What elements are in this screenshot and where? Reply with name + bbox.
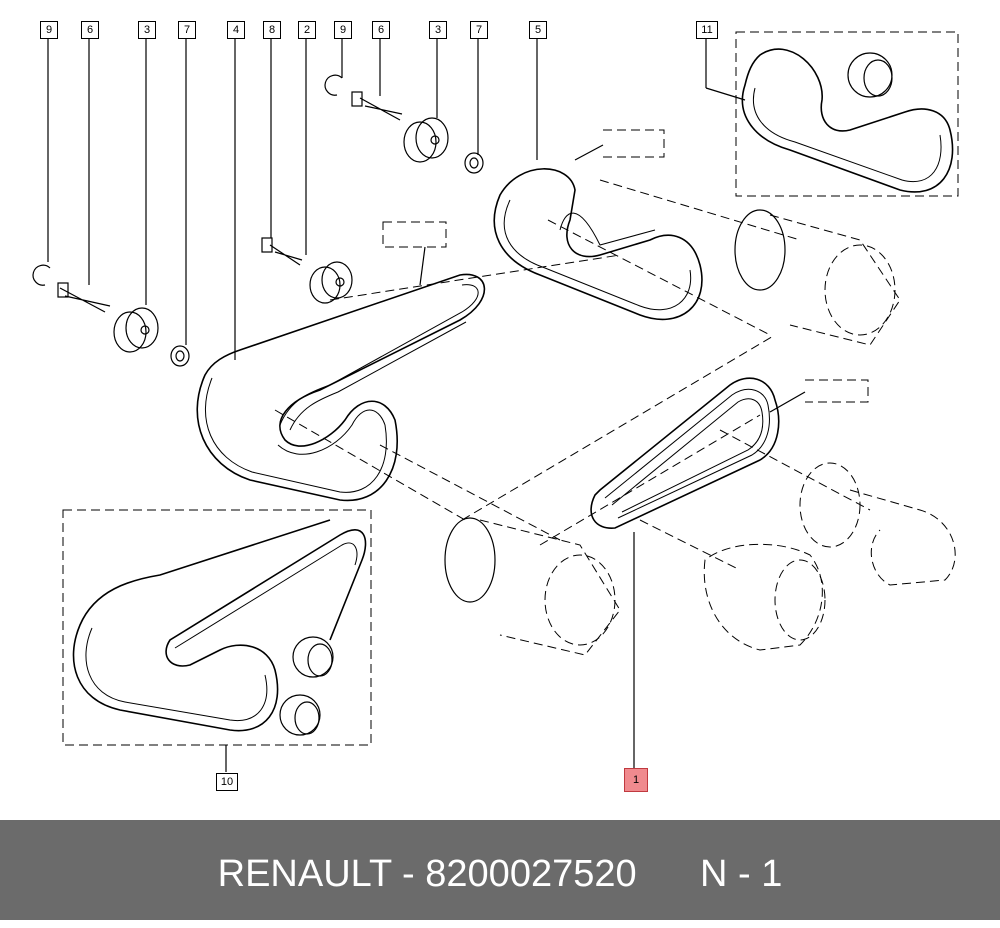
belt-1 — [590, 377, 780, 529]
circlips-9 — [32, 74, 343, 286]
part-number: 8200027520 — [425, 853, 637, 895]
spacer — [637, 853, 700, 895]
alternator-right — [703, 543, 826, 651]
belt-11 — [741, 48, 954, 193]
callout-11: 11 — [696, 21, 718, 39]
callout-5: 5 — [529, 21, 547, 39]
separator: - — [391, 853, 426, 895]
kit-frame-11 — [735, 31, 959, 197]
position-label: N - 1 — [699, 853, 783, 895]
callout-4: 4 — [227, 21, 245, 39]
footer-caption: RENAULT - 8200027520 N - 1 — [0, 820, 1000, 920]
kit-frame-10 — [62, 509, 372, 746]
washers-7 — [170, 152, 484, 367]
callout-10: 10 — [216, 773, 238, 791]
callout-9-second: 9 — [334, 21, 352, 39]
belt-4 — [196, 273, 486, 502]
label-placeholders — [382, 129, 869, 413]
callout-3-second: 3 — [429, 21, 447, 39]
callout-7-second: 7 — [470, 21, 488, 39]
footer-bar: RENAULT - 8200027520 N - 1 — [0, 820, 1000, 920]
callout-8: 8 — [263, 21, 281, 39]
crank-pulley-right — [799, 462, 956, 586]
compressor-top-right — [734, 209, 901, 346]
pulley-2 — [309, 261, 353, 304]
exploded-belt-diagram — [32, 31, 959, 772]
guide-lines — [274, 179, 871, 571]
belt-10 — [72, 519, 367, 736]
pulley-3-top — [403, 117, 449, 163]
belt-5 — [493, 168, 703, 321]
callout-3: 3 — [138, 21, 156, 39]
pulley-3-left — [113, 307, 159, 353]
brand-name: RENAULT — [217, 853, 392, 895]
callout-6-second: 6 — [372, 21, 390, 39]
callout-2: 2 — [298, 21, 316, 39]
leader-lines — [47, 38, 746, 772]
compressor-center — [444, 517, 621, 656]
callout-7: 7 — [178, 21, 196, 39]
callout-1-highlighted[interactable]: 1 — [624, 768, 648, 792]
callout-9: 9 — [40, 21, 58, 39]
bolts — [57, 91, 403, 313]
callout-6: 6 — [81, 21, 99, 39]
